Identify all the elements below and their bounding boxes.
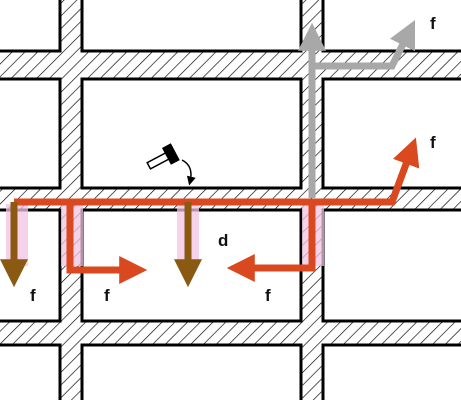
brick [80,0,303,53]
label-f-top: f [430,14,436,33]
label-f-left: f [30,286,36,305]
hammer-icon [146,143,196,186]
brick [0,77,62,190]
brick [321,77,461,190]
label-f-middle: f [104,286,110,305]
brick [80,343,303,400]
main-fracture-path [0,137,420,288]
brick [321,0,461,53]
label-f-bottom: f [265,286,271,305]
label-d: d [218,231,228,250]
gray-fracture-path [298,19,416,198]
brick [321,208,461,323]
brick [0,343,62,400]
label-f-right: f [430,133,436,152]
brick [321,343,461,400]
brick [0,0,62,53]
brick [80,77,303,190]
